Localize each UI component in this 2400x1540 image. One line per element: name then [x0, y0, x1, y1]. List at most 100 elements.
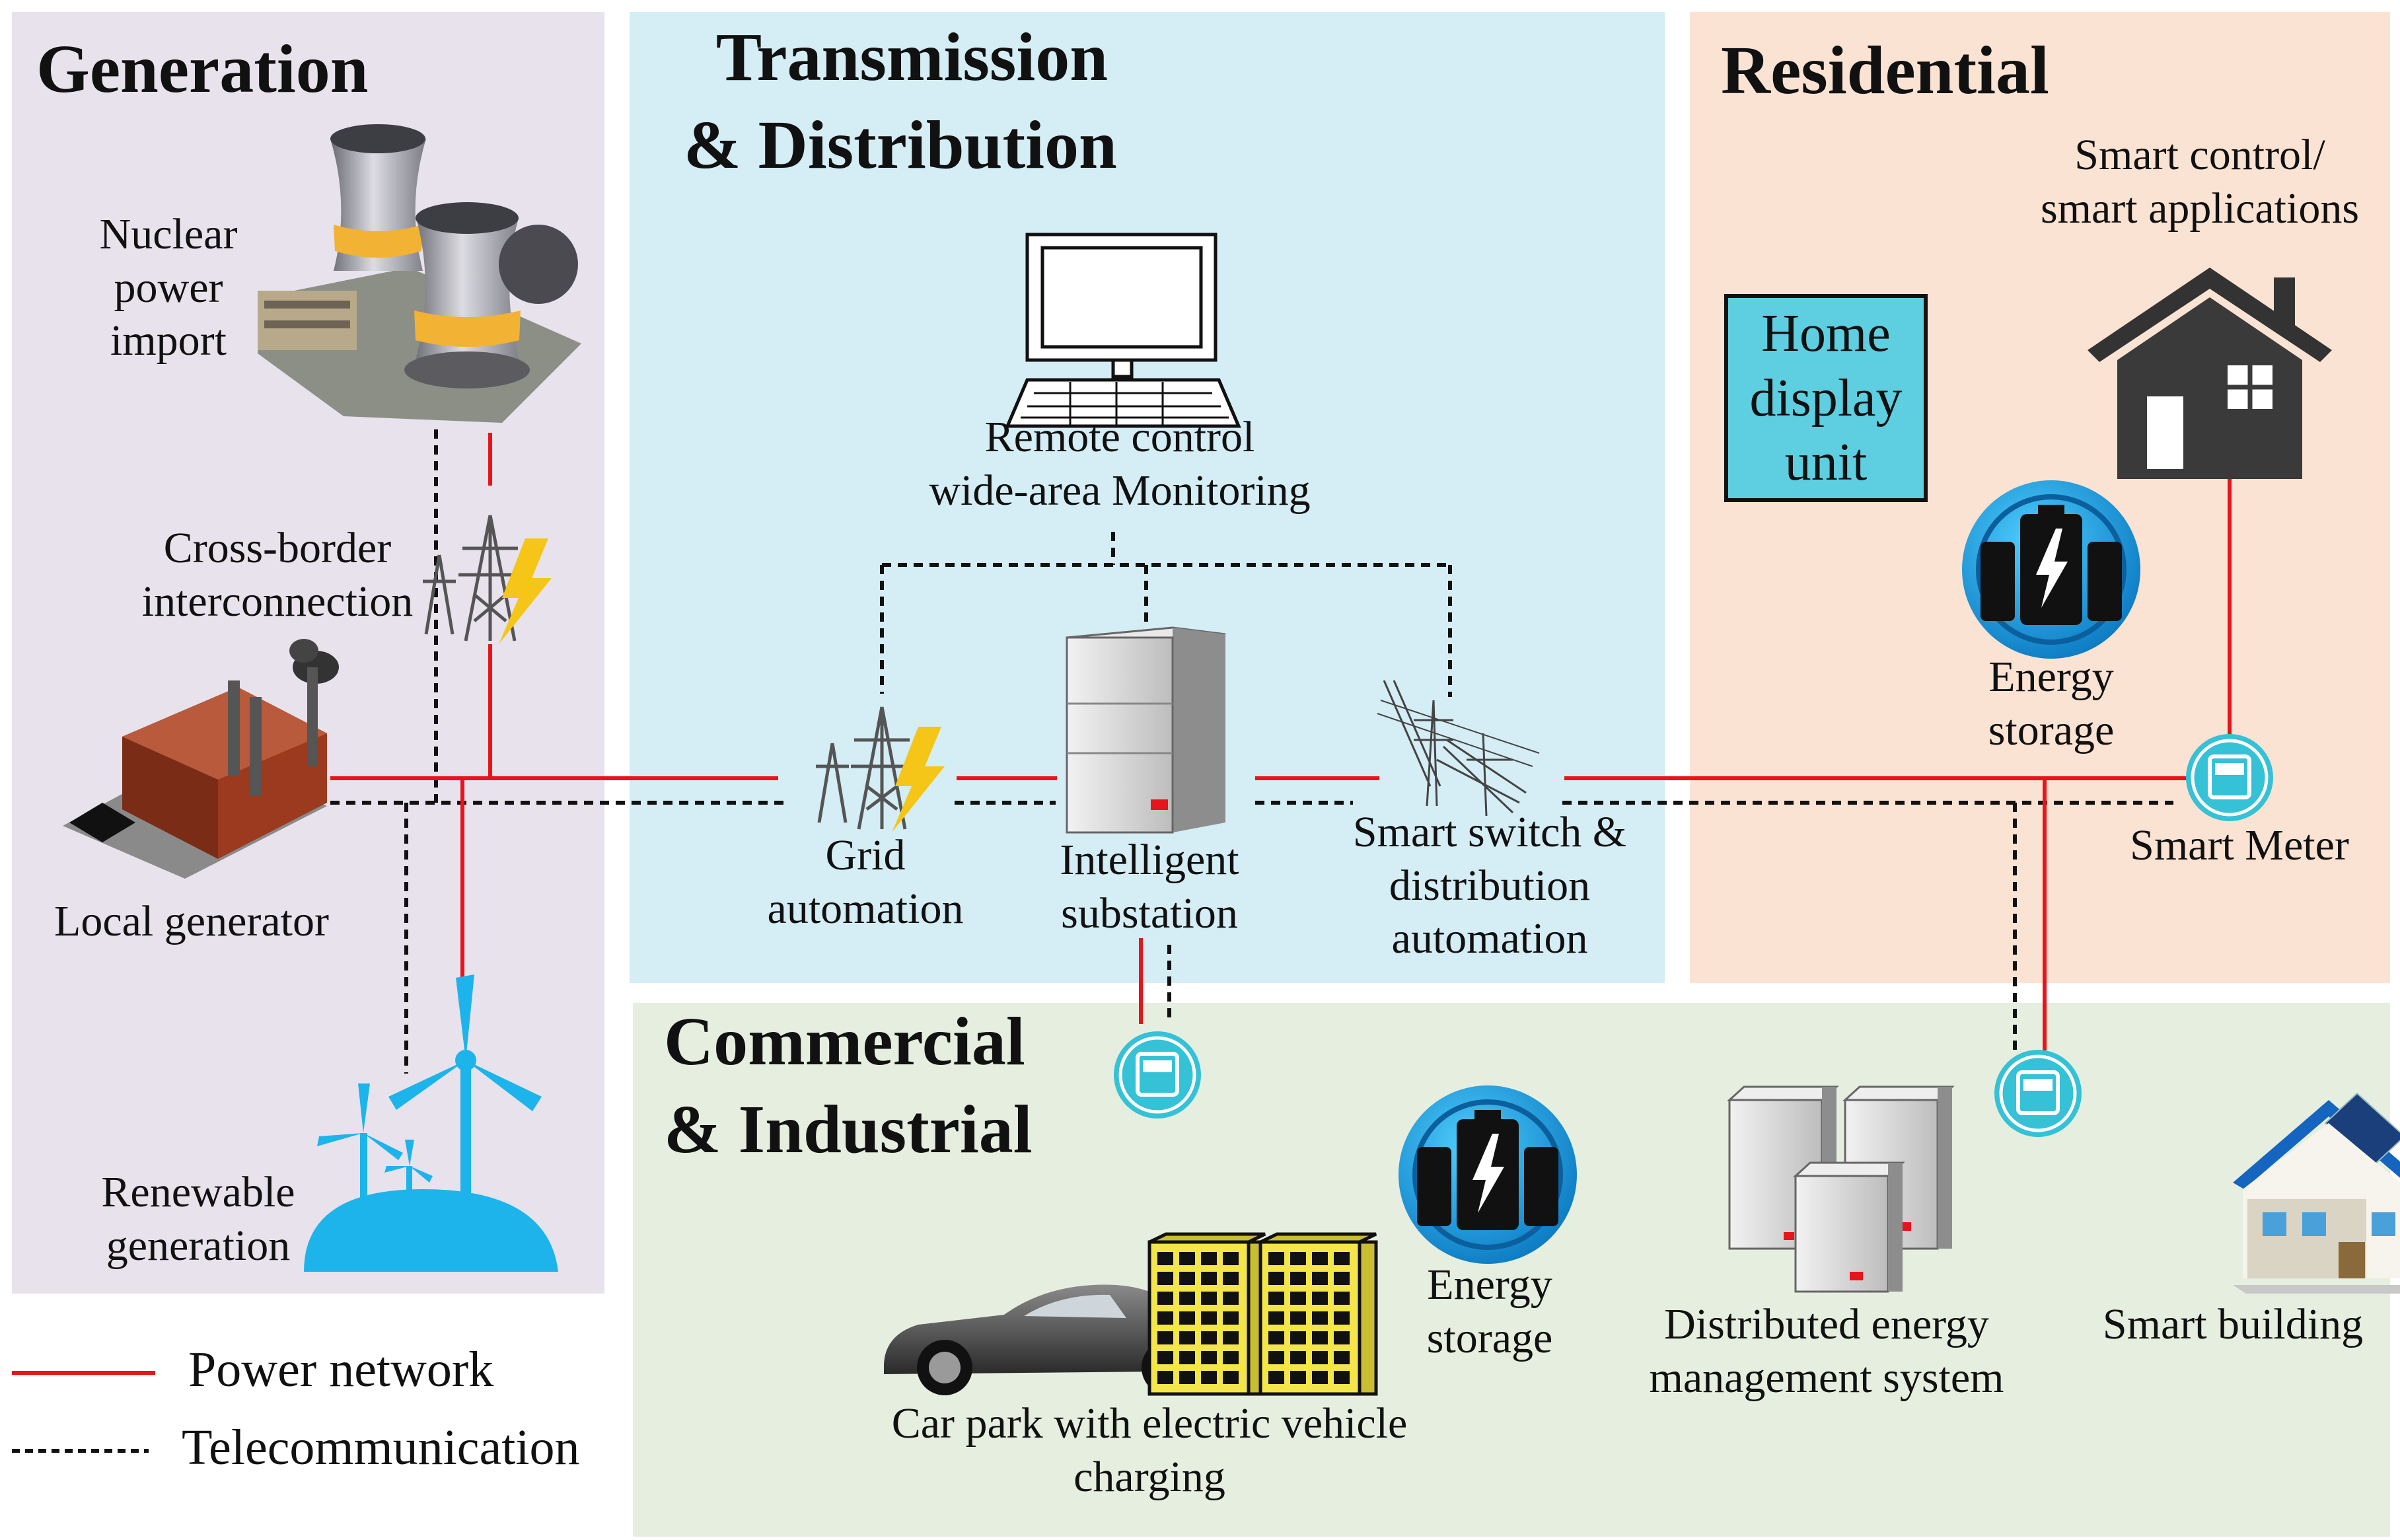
building-window [1223, 1351, 1239, 1364]
building-window [1223, 1272, 1239, 1285]
building-window [1268, 1311, 1284, 1325]
building-window [1201, 1331, 1217, 1344]
building-window [1201, 1272, 1217, 1285]
smart-meter-icon [2186, 734, 2273, 821]
power-lines [330, 433, 2232, 1050]
residential-title: Residential [1721, 32, 2049, 108]
building-window [1157, 1331, 1173, 1344]
building-window [1290, 1292, 1306, 1305]
building-window [1268, 1371, 1284, 1384]
transmission-title: Transmission & Distribution [684, 19, 1117, 184]
factory-icon [63, 639, 339, 879]
server-icon [1727, 1085, 1955, 1293]
building-window [1290, 1252, 1306, 1265]
building-window [1157, 1311, 1173, 1325]
lightning-icon [499, 538, 552, 644]
building-window [1334, 1311, 1350, 1325]
building-window [1223, 1371, 1239, 1384]
building-window [1290, 1371, 1306, 1384]
battery-storage-icon [1962, 480, 2140, 659]
computer-icon [1005, 233, 1241, 428]
transmission-tower-icon [816, 706, 913, 830]
building-window [1179, 1371, 1195, 1384]
smart-meter-label: Smart Meter [2130, 821, 2349, 869]
building-window [1334, 1292, 1350, 1305]
building-window [1157, 1351, 1173, 1364]
building-window [1179, 1252, 1195, 1265]
building-window [1201, 1371, 1217, 1384]
building-window [1201, 1351, 1217, 1364]
building-window [1179, 1311, 1195, 1325]
building-window [1268, 1292, 1284, 1305]
building-window [1334, 1351, 1350, 1364]
building-window [1268, 1252, 1284, 1265]
building-window [1312, 1272, 1328, 1285]
legend-telecom-label: Telecommunication [182, 1420, 580, 1475]
smart-switch-icon [1377, 680, 1540, 817]
building-window [1157, 1252, 1173, 1265]
telecom-lines [330, 429, 2173, 1074]
building-window [1290, 1311, 1306, 1325]
commercial-title: Commercial & Industrial [664, 1004, 1033, 1168]
building-window [1290, 1351, 1306, 1364]
building-window [1290, 1331, 1306, 1344]
nuclear-plant-icon [258, 124, 581, 423]
building-window [1334, 1371, 1350, 1384]
smart-building-label: Smart building [2102, 1300, 2364, 1348]
building-window [1157, 1371, 1173, 1384]
transmission-tower-icon [423, 515, 522, 642]
smart-house-icon [2233, 1092, 2400, 1294]
building-window [1334, 1331, 1350, 1344]
building-window [1179, 1272, 1195, 1285]
building-window [1223, 1252, 1239, 1265]
building-window [1312, 1351, 1328, 1364]
building-window [1201, 1292, 1217, 1305]
smart-control-label: Smart control/smart applications [2040, 131, 2360, 233]
server-icon [1066, 626, 1226, 834]
building-window [1157, 1292, 1173, 1305]
battery-storage-icon [1399, 1085, 1577, 1264]
building-window [1179, 1351, 1195, 1364]
building-window [1312, 1311, 1328, 1325]
building-window [1334, 1252, 1350, 1265]
building-window [1334, 1272, 1350, 1285]
building-window [1268, 1272, 1284, 1285]
lightning-icon [892, 727, 945, 832]
smart-meter-icon [1114, 1031, 1201, 1118]
building-window [1312, 1252, 1328, 1265]
building-window [1223, 1292, 1239, 1305]
building-window [1312, 1292, 1328, 1305]
building-window [1312, 1331, 1328, 1344]
building-window [1179, 1292, 1195, 1305]
building-window [1268, 1351, 1284, 1364]
building-window [1312, 1371, 1328, 1384]
wind-turbine-icon [304, 974, 558, 1272]
generation-title: Generation [36, 31, 369, 107]
smart-meter-icon [1994, 1050, 2082, 1137]
building-window [1157, 1272, 1173, 1285]
office-windows [1157, 1252, 1350, 1384]
local-generator-label: Local generator [54, 897, 329, 945]
building-window [1201, 1311, 1217, 1325]
building-window [1268, 1331, 1284, 1344]
house-icon [2088, 268, 2332, 479]
building-window [1290, 1272, 1306, 1285]
building-window [1179, 1331, 1195, 1344]
building-window [1223, 1331, 1239, 1344]
legend-power-label: Power network [188, 1342, 494, 1397]
building-window [1223, 1311, 1239, 1325]
building-window [1201, 1252, 1217, 1265]
